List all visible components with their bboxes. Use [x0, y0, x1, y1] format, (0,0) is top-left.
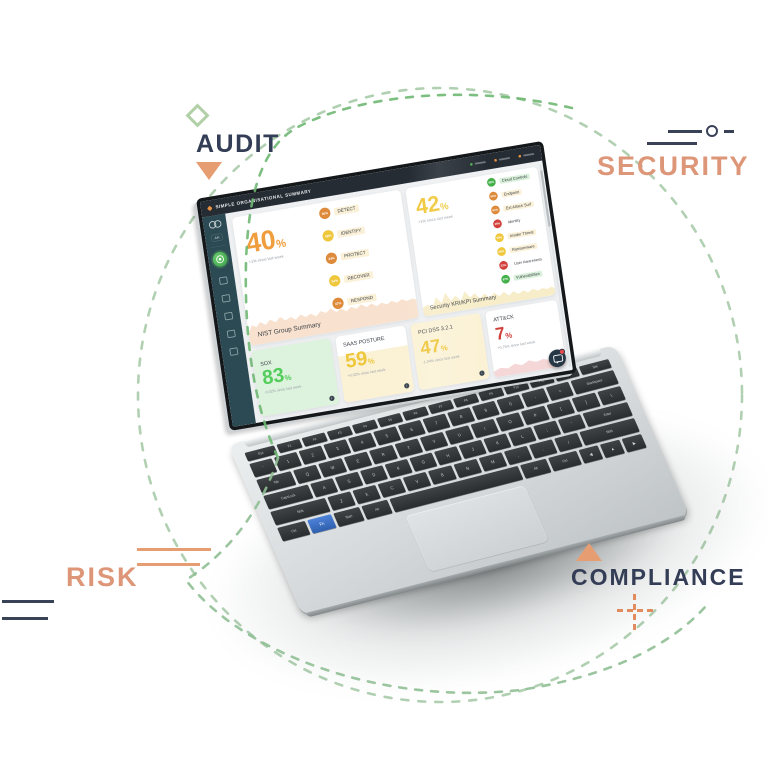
topbar-menu-item[interactable]	[518, 152, 535, 158]
risk-line2-decor	[137, 563, 200, 566]
nist-badge-score: 30%	[318, 206, 332, 220]
nist-value: 40	[243, 224, 278, 259]
key-alt: Alt	[361, 499, 393, 520]
list-icon[interactable]	[223, 311, 234, 321]
kri-badge-label: Cloud Controls	[498, 173, 531, 184]
nist-badge-score: 48%	[321, 229, 335, 243]
card-pci-dss[interactable]: PCI DSS 3.2.1 47% -1.04% since last week…	[410, 312, 490, 391]
key-alt: Alt	[520, 458, 552, 479]
label-audit: AUDIT	[196, 130, 280, 158]
kri-badge-row[interactable]: 64%Endpoint	[488, 185, 534, 202]
kri-badge-score: 58%	[496, 246, 507, 257]
sidebar-divider	[210, 245, 226, 248]
sidebar-item-active-dashboard[interactable]	[211, 250, 229, 268]
status-dot-icon	[518, 154, 522, 158]
key-: ▶	[621, 434, 647, 453]
key-ctrl: Ctrl	[277, 520, 311, 542]
triangle-down-icon	[196, 162, 222, 180]
grid-icon[interactable]	[218, 276, 228, 286]
layers-icon[interactable]	[226, 329, 236, 339]
kri-badge-row[interactable]: 98%Cloud Controls	[486, 171, 532, 188]
security-line-decor	[668, 130, 702, 133]
info-icon[interactable]: i	[479, 370, 485, 377]
nist-badge-row[interactable]: 54%RECOVER	[328, 269, 374, 288]
info-icon[interactable]: i	[403, 382, 410, 389]
security-line2-decor	[647, 142, 697, 145]
chat-bubble-tail	[555, 361, 560, 364]
kri-badge-score: 35%	[492, 218, 503, 229]
kri-badge-label: Insider Threat	[507, 228, 537, 240]
kri-stat: 42% +1% since last week	[414, 190, 453, 224]
key-fn: Fn	[307, 514, 337, 534]
card-saas-posture[interactable]: SAAS POSTURE 59% +0.02% since last week …	[334, 325, 415, 403]
info-icon[interactable]: i	[328, 395, 335, 402]
kri-unit: %	[439, 200, 450, 213]
nist-badge-score: 37%	[331, 296, 345, 310]
menu-label-bar	[498, 157, 511, 161]
diamond-outline-icon	[185, 103, 210, 128]
label-security: SECURITY	[597, 151, 750, 181]
kri-badge-row[interactable]: 32%User Awareness	[498, 254, 545, 271]
app-logo-icon	[208, 219, 222, 230]
sidebar-user-badge[interactable]: AH	[210, 233, 223, 242]
key-start: Start	[333, 506, 365, 527]
key-: ▲	[600, 439, 626, 459]
nist-badge-score: 34%	[325, 251, 338, 265]
kri-badge-label: Endpoint	[500, 188, 522, 198]
bar-chart-icon[interactable]	[221, 294, 231, 303]
kri-badge-label: Ext Attack Surf	[502, 200, 534, 212]
security-circle-decor	[706, 125, 718, 137]
nist-badge-score: 54%	[328, 274, 342, 288]
plus-icon	[633, 594, 636, 630]
kri-badge-row[interactable]: 59%Insider Threat	[494, 227, 540, 243]
kri-badge-label: Ransomware	[509, 242, 538, 254]
kri-badge-score: 59%	[494, 232, 505, 243]
kri-badge-label: Identity	[504, 216, 524, 226]
nist-badge-label: RECOVER	[343, 270, 374, 283]
kri-badge-score: 98%	[486, 177, 497, 188]
label-risk: RISK	[66, 562, 139, 592]
risk-line-decor	[137, 548, 211, 551]
kri-badge-row[interactable]: 35%Identity	[492, 213, 538, 229]
card-nist-group-summary[interactable]: 40% +1% since last week 30%DETECT 48%IDEN…	[231, 189, 420, 346]
kri-badge-score: 64%	[488, 191, 499, 202]
nist-badge-row[interactable]: 48%IDENTIFY	[321, 224, 367, 243]
nist-badge-label: IDENTIFY	[336, 226, 366, 238]
nist-unit: %	[275, 235, 287, 251]
topbar-menu-item[interactable]	[494, 157, 511, 162]
card-security-kri-kpi-summary[interactable]: 42% +1% since last week 98%Cloud Control…	[405, 166, 556, 317]
kri-value: 42	[414, 190, 442, 220]
notification-dot	[558, 348, 566, 356]
topbar-menu-item[interactable]	[469, 161, 486, 166]
kri-badge-score: 97%	[500, 274, 511, 285]
status-dot-icon	[469, 162, 473, 166]
card-sox[interactable]: SOX 83% -0.02% since last week i	[251, 337, 340, 417]
security-dash-decor	[724, 130, 734, 133]
status-dot-icon	[494, 158, 498, 162]
kri-badge-score: 32%	[498, 260, 509, 271]
kri-badge-row[interactable]: 61%Ext Attack Surf	[490, 199, 536, 216]
label-compliance: COMPLIANCE	[571, 564, 746, 590]
risk-navy-line-decor	[2, 600, 54, 603]
key-: ◀	[578, 445, 604, 464]
nist-badge-row[interactable]: 30%DETECT	[318, 201, 364, 220]
triangle-up-icon	[576, 543, 602, 561]
nist-badge-label: DETECT	[333, 203, 360, 216]
nist-badge-label: PROTECT	[340, 248, 370, 261]
nist-stat: 40% +1% since last week	[244, 224, 288, 264]
kri-badge-label: User Awareness	[511, 255, 545, 267]
risk-navy-line2-decor	[2, 617, 48, 620]
menu-label-bar	[523, 152, 535, 157]
brand-icon	[207, 205, 213, 211]
nist-badge-row[interactable]: 34%PROTECT	[325, 246, 370, 265]
menu-label-bar	[474, 161, 486, 165]
kri-badge-row[interactable]: 58%Ransomware	[496, 240, 543, 257]
sliders-icon[interactable]	[229, 347, 239, 356]
kri-badge-score: 61%	[490, 204, 501, 216]
